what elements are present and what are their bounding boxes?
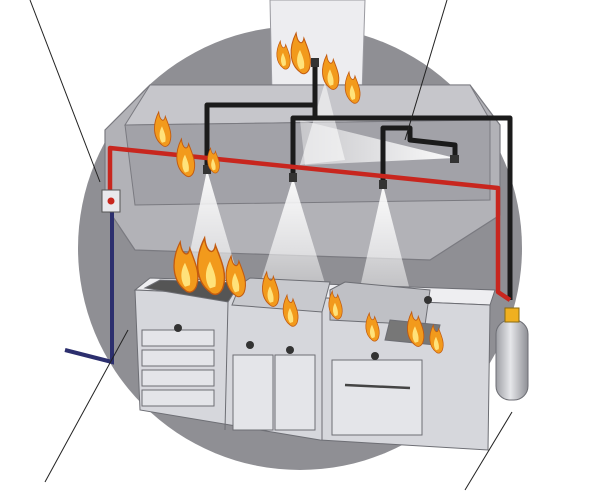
cooking-line (133, 277, 496, 451)
agent-distribution-pipe (204, 65, 513, 300)
agent-cylinder (495, 307, 529, 401)
leader-lines (29, 0, 513, 491)
manual-pull-line (64, 210, 114, 365)
nozzles (203, 58, 459, 189)
detection-line (107, 145, 512, 302)
manual-pull-station (101, 189, 121, 213)
